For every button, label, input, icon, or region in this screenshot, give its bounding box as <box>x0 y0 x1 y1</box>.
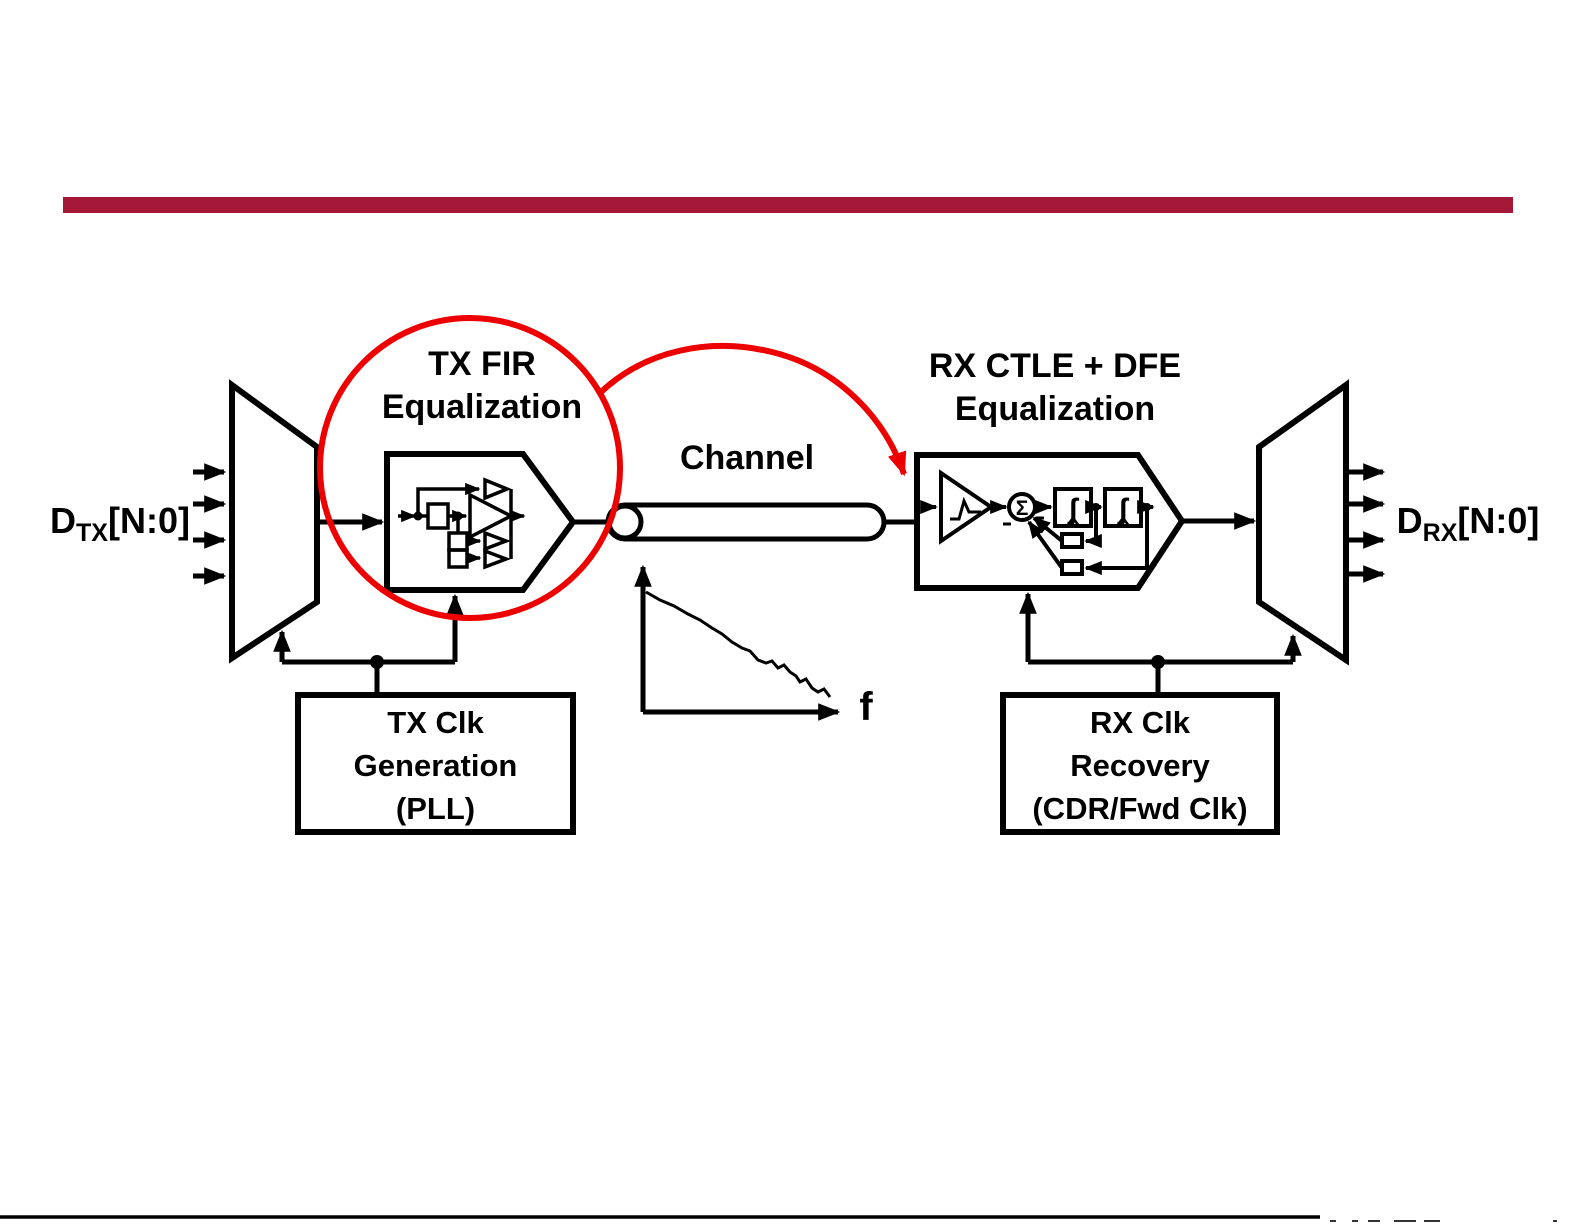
tx-fir-highlight-circle <box>317 315 623 621</box>
rx-eq-label: RX CTLE + DFE Equalization <box>905 345 1205 431</box>
rx-output-bus-arrows-icon <box>1346 463 1386 583</box>
fir-filter-schematic-icon <box>398 477 526 570</box>
rx-eq-label-line1: RX CTLE + DFE <box>928 347 1182 385</box>
tx-clk-box <box>295 692 576 835</box>
dtx-bus-label: DTX[N:0] <box>50 500 190 548</box>
tx-clk-wires <box>273 593 464 695</box>
rx-clk-wires <box>1019 591 1302 695</box>
channel-cable-body-icon <box>605 502 887 542</box>
title-rule-bar <box>63 197 1513 213</box>
tx-input-bus-arrows-icon <box>193 463 227 585</box>
channel-label: Channel <box>679 439 815 477</box>
tx-fir-label: TX FIR Equalization <box>332 343 632 429</box>
channel-loss-plot-icon <box>634 564 841 721</box>
rx-clk-label: RX Clk Recovery (CDR/Fwd Clk) <box>1032 705 1248 826</box>
tx-to-rx-curved-arrow <box>597 343 907 477</box>
rx-eq-label-line2: Equalization <box>954 390 1156 428</box>
tx-fir-block <box>384 451 577 593</box>
latch1-glyph: ʃ <box>1067 493 1080 526</box>
tx-clk-label: TX Clk Generation (PLL) <box>353 705 518 826</box>
deserializer-demux-icon <box>1256 379 1349 666</box>
rx-ctle-dfe-schematic-icon <box>920 469 1155 576</box>
latch2-glyph: ʃ <box>1117 493 1130 526</box>
tx-fir-label-line1: TX FIR <box>428 345 536 383</box>
rx-clk-box <box>1000 692 1280 835</box>
freq-axis-label: f <box>859 685 873 729</box>
drx-bus-label: DRX[N:0] <box>1396 500 1540 548</box>
summer-sigma-glyph: Σ <box>1016 497 1029 520</box>
serializer-mux-icon <box>229 379 320 664</box>
tx-fir-label-line2: Equalization <box>381 388 583 426</box>
